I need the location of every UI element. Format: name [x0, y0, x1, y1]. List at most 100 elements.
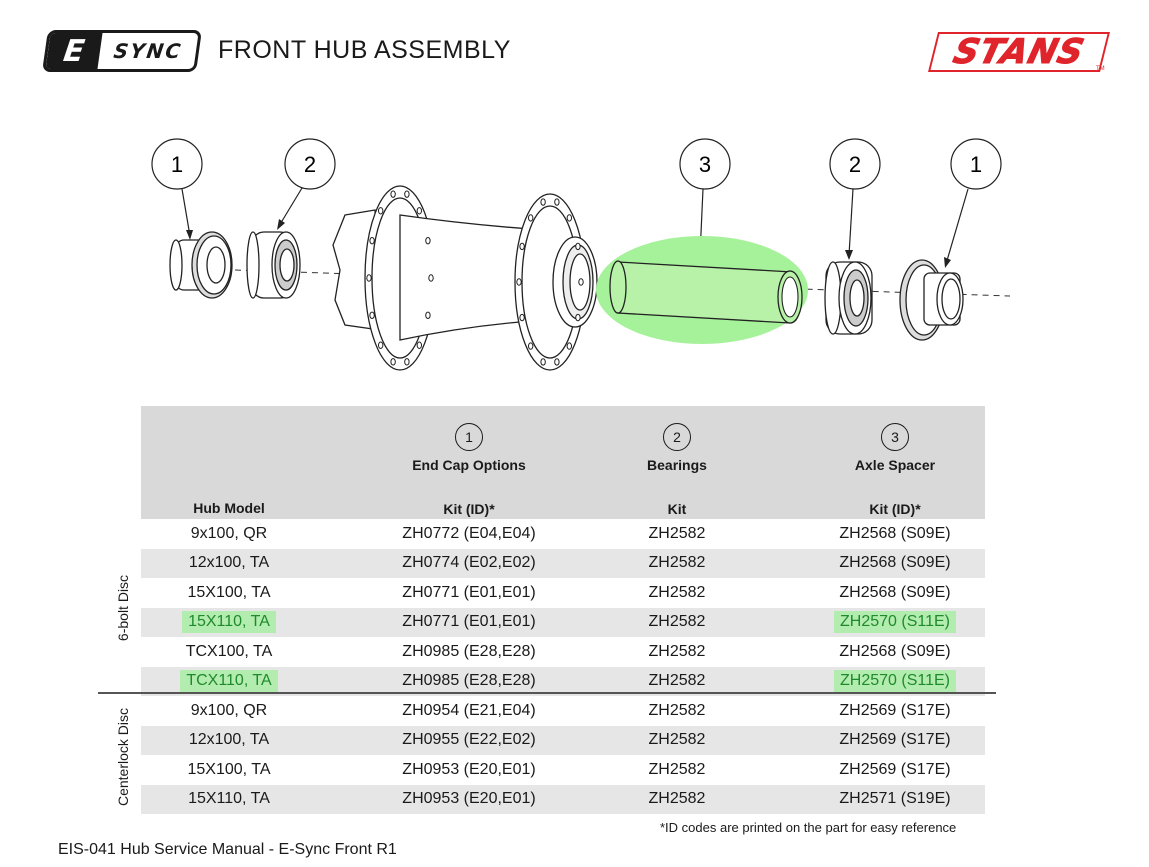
cell-axle-spacer-text: ZH2568 (S09E): [839, 554, 951, 572]
flange-hole: [425, 236, 431, 245]
cell-axle-spacer-text: ZH2568 (S09E): [839, 642, 951, 660]
cell-hub-model-text: 9x100, QR: [190, 524, 268, 542]
flange-hole: [575, 242, 581, 251]
cell-bearing-text: ZH2582: [648, 790, 706, 808]
table-row: 15X110, TA ZH0953 (E20,E01) ZH2582 ZH2571 (…: [141, 784, 985, 815]
group-label-6-bolt: 6-bolt Disc: [115, 574, 131, 642]
flange-hole: [428, 274, 434, 282]
cell-bearing: ZH2582: [577, 785, 777, 815]
flange-hole: [416, 341, 423, 349]
esync-logo-sync: SYNC: [112, 39, 184, 63]
cell-bearing: ZH2582: [577, 608, 777, 638]
cell-hub-model-text: 15X110, TA: [188, 790, 270, 808]
cell-axle-spacer-text: ZH2569 (S17E): [839, 760, 951, 778]
cell-bearing: ZH2582: [577, 519, 777, 549]
cell-bearing-text: ZH2582: [648, 524, 706, 542]
flange-hole: [527, 342, 534, 350]
hub-exploded-diagram: 1 2 3 2 1: [151, 138, 1011, 371]
cell-bearing: ZH2582: [577, 578, 777, 608]
cell-end-cap: ZH0985 (E28,E28): [359, 667, 579, 697]
flange-hole: [527, 214, 534, 222]
column-sub-label: Hub Model: [193, 500, 265, 516]
cell-bearing-text: ZH2582: [648, 701, 706, 719]
cell-axle-spacer: ZH2568 (S09E): [795, 637, 995, 667]
cell-hub-model-text: 15X100, TA: [187, 760, 271, 778]
cell-hub-model: 9x100, QR: [141, 696, 317, 726]
flange-hole: [540, 358, 546, 366]
cell-end-cap-text: ZH0953 (E20,E01): [402, 790, 536, 808]
bearing-right: [824, 261, 873, 335]
footnote: *ID codes are printed on the part for ea…: [660, 820, 957, 835]
flange-hole: [516, 278, 522, 286]
cell-end-cap-text: ZH0955 (E22,E02): [402, 731, 536, 749]
cell-end-cap-text: ZH0774 (E02,E02): [402, 554, 536, 572]
cell-end-cap: ZH0772 (E04,E04): [359, 519, 579, 549]
cell-end-cap-text: ZH0985 (E28,E28): [402, 642, 536, 660]
cell-end-cap: ZH0953 (E20,E01): [359, 785, 579, 815]
cell-end-cap: ZH0954 (E21,E04): [359, 696, 579, 726]
flange-hole: [377, 207, 384, 215]
flange-holes-right: [516, 198, 584, 366]
flange-hole: [554, 198, 560, 206]
callout-number: 2: [849, 152, 861, 177]
page-title: FRONT HUB ASSEMBLY: [218, 36, 511, 64]
cell-axle-spacer: ZH2568 (S09E): [795, 519, 995, 549]
cell-bearing-text: ZH2582: [648, 613, 706, 631]
cell-axle-spacer-text: ZH2571 (S19E): [839, 790, 951, 808]
column-end-cap: 1 End Cap Options Kit (ID)*: [349, 423, 589, 517]
group-divider: [98, 692, 996, 694]
cell-hub-model-text: TCX110, TA: [180, 670, 278, 693]
parts-table: Hub Model 1 End Cap Options Kit (ID)* 2 …: [141, 406, 985, 814]
cell-bearing-text: ZH2582: [648, 554, 706, 572]
cell-end-cap: ZH0985 (E28,E28): [359, 637, 579, 667]
cell-end-cap-text: ZH0953 (E20,E01): [402, 760, 536, 778]
cell-axle-spacer: ZH2569 (S17E): [795, 726, 995, 756]
flange-hole: [369, 236, 375, 245]
axle-spacer: [596, 236, 808, 344]
cell-bearing-text: ZH2582: [648, 760, 706, 778]
column-title: End Cap Options: [412, 457, 526, 473]
column-number-badge: 1: [455, 423, 483, 451]
cell-end-cap-text: ZH0985 (E28,E28): [402, 672, 536, 690]
flange-hole: [369, 311, 375, 320]
column-sub-label: Kit: [667, 501, 687, 517]
cell-bearing: ZH2582: [577, 637, 777, 667]
table-row: 15X110, TA ZH0771 (E01,E01) ZH2582 ZH2570 (…: [141, 607, 985, 638]
callout-number: 2: [304, 152, 316, 177]
esync-logo: E SYNC: [42, 30, 202, 72]
callout-number: 1: [171, 152, 183, 177]
column-sub-label: Kit (ID)*: [443, 501, 495, 517]
cell-hub-model-text: 12x100, TA: [188, 731, 270, 749]
flange-hole: [566, 342, 573, 350]
callout-number: 3: [699, 152, 711, 177]
table-header: Hub Model 1 End Cap Options Kit (ID)* 2 …: [141, 406, 985, 519]
flange-hole: [377, 341, 384, 349]
cell-hub-model-text: 15X100, TA: [187, 583, 271, 601]
end-cap-right: [899, 259, 964, 341]
cell-hub-model: 15X110, TA: [141, 608, 317, 638]
flange-hole: [390, 358, 396, 366]
footer-doc-id: EIS-041 Hub Service Manual - E-Sync Fron…: [58, 841, 397, 858]
callout-1-left: 1: [151, 138, 203, 240]
cell-hub-model-text: 15X110, TA: [182, 611, 276, 634]
cell-bearing-text: ZH2582: [648, 672, 706, 690]
bearing-left: [246, 231, 301, 299]
column-hub-model: Hub Model: [141, 500, 317, 516]
cell-bearing: ZH2582: [577, 696, 777, 726]
cell-axle-spacer: ZH2570 (S11E): [795, 608, 995, 638]
cell-bearing: ZH2582: [577, 667, 777, 697]
column-axle-spacer: 3 Axle Spacer Kit (ID)*: [795, 423, 995, 517]
flange-hole: [416, 207, 423, 215]
cell-axle-spacer-text: ZH2570 (S11E): [834, 670, 956, 693]
cell-bearing: ZH2582: [577, 726, 777, 756]
cell-bearing-text: ZH2582: [648, 642, 706, 660]
flange-hole: [566, 214, 573, 222]
cell-axle-spacer-text: ZH2570 (S11E): [834, 611, 956, 634]
flange-hole: [554, 358, 560, 366]
hub-shell: [332, 185, 598, 371]
cell-end-cap: ZH0771 (E01,E01): [359, 608, 579, 638]
flange-hole: [519, 313, 525, 322]
cell-end-cap-text: ZH0771 (E01,E01): [402, 613, 536, 631]
